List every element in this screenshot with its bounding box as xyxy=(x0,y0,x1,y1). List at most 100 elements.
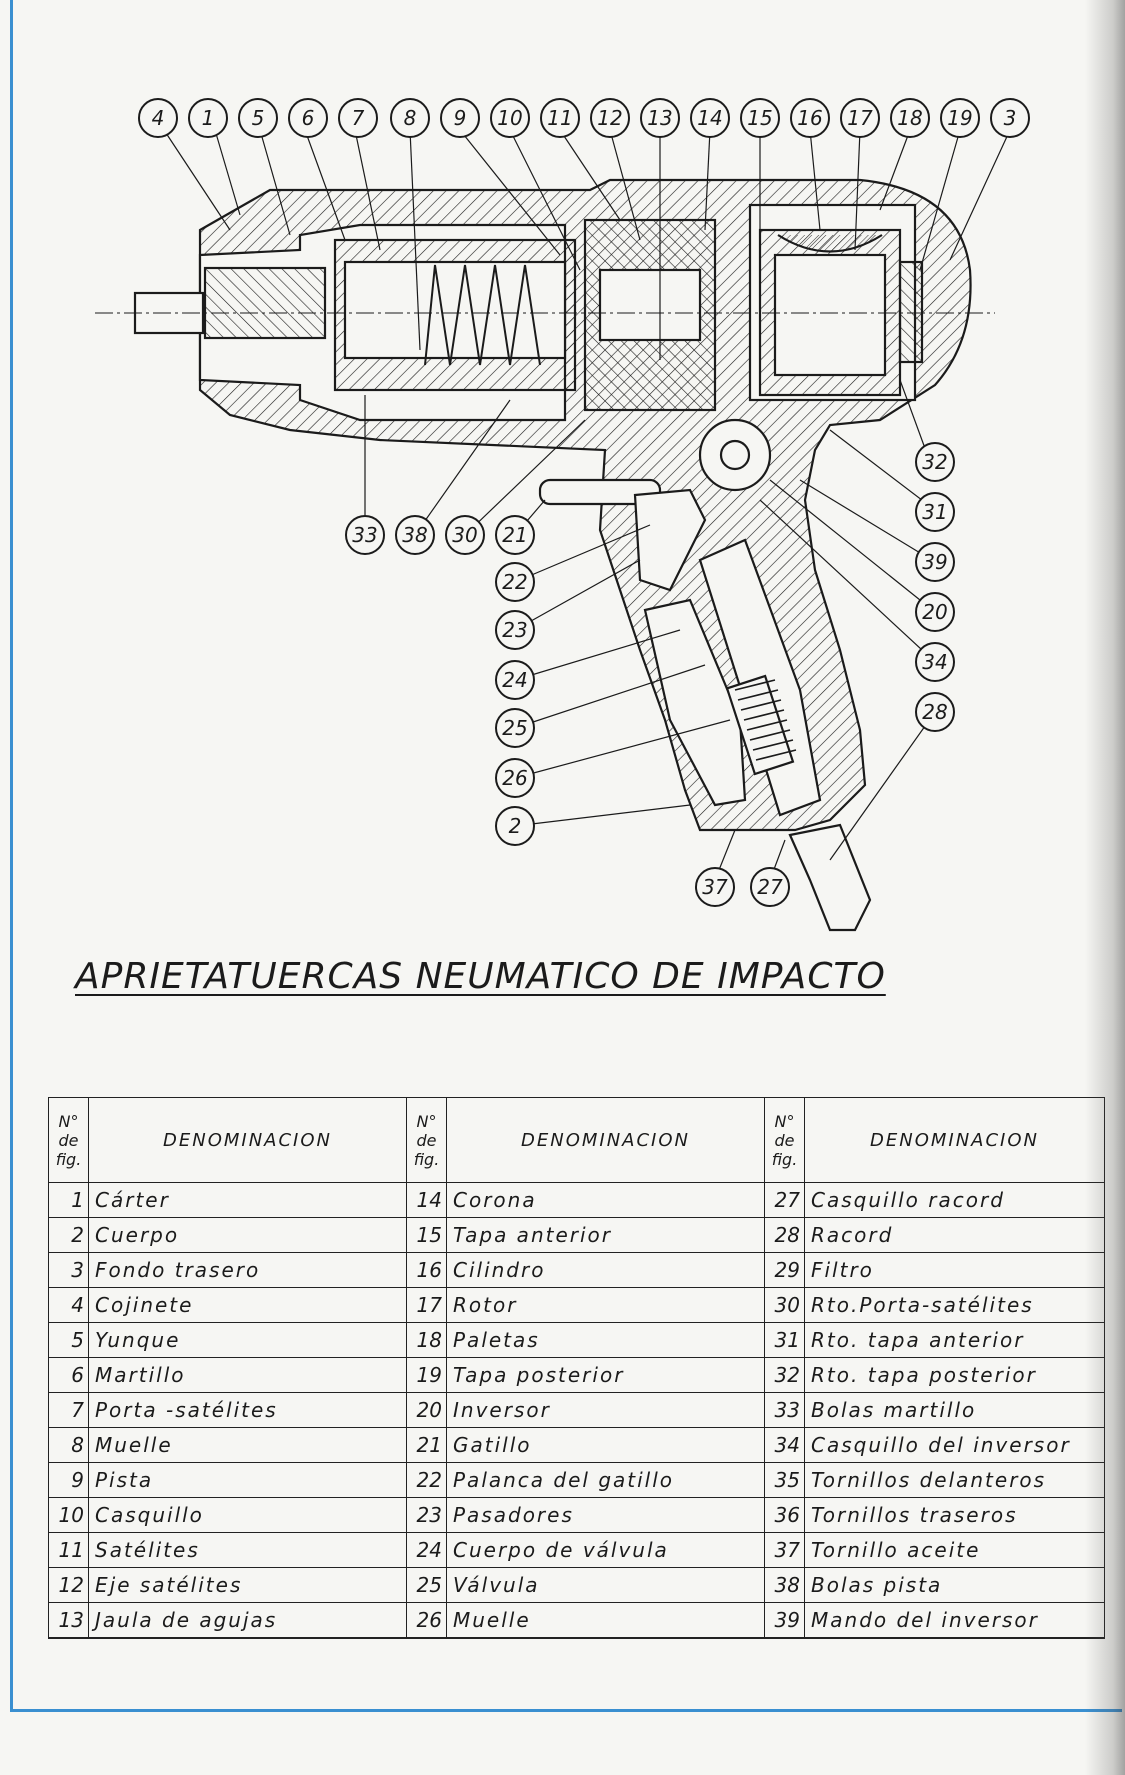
denomination-cell: Tapa anterior xyxy=(446,1217,765,1253)
callout-label: 11 xyxy=(547,106,572,130)
fig-number-cell: 9 xyxy=(48,1462,89,1498)
denomination-cell: Cuerpo de válvula xyxy=(446,1532,765,1568)
hammer-bore xyxy=(343,260,567,360)
spring xyxy=(725,674,795,776)
fig-number-cell: 14 xyxy=(406,1182,447,1218)
denomination-cell: Bolas martillo xyxy=(804,1392,1105,1428)
fig-number-cell: 25 xyxy=(406,1567,447,1603)
fig-number-cell: 32 xyxy=(764,1357,805,1393)
denomination-cell: Palanca del gatillo xyxy=(446,1462,765,1498)
callout-label: 34 xyxy=(922,650,947,674)
denomination-cell: Yunque xyxy=(88,1322,407,1358)
fig-number-cell: 10 xyxy=(48,1497,89,1533)
header-denomination: DENOMINACION xyxy=(88,1097,407,1183)
fig-number-cell: 2 xyxy=(48,1217,89,1253)
callout-label: 4 xyxy=(152,106,165,130)
fig-number-cell: 26 xyxy=(406,1602,447,1639)
fig-number-cell: 39 xyxy=(764,1602,805,1639)
denomination-cell: Cilindro xyxy=(446,1252,765,1288)
denomination-cell: Jaula de agujas xyxy=(88,1602,407,1639)
denomination-cell: Eje satélites xyxy=(88,1567,407,1603)
denomination-cell: Satélites xyxy=(88,1532,407,1568)
callout-label: 23 xyxy=(502,618,527,642)
callouts-top xyxy=(138,98,1030,138)
tool-body xyxy=(133,178,972,932)
callout-label: 16 xyxy=(797,106,822,130)
denomination-cell: Rto. tapa anterior xyxy=(804,1322,1105,1358)
fig-number-cell: 8 xyxy=(48,1427,89,1463)
callouts-right xyxy=(915,442,955,732)
fig-number-cell: 37 xyxy=(764,1532,805,1568)
callout-label: 33 xyxy=(352,523,377,547)
denomination-cell: Rotor xyxy=(446,1287,765,1323)
callout-label: 37 xyxy=(702,875,728,899)
callout-label: 24 xyxy=(502,668,527,692)
callout-label: 28 xyxy=(922,700,947,724)
denomination-cell: Porta -satélites xyxy=(88,1392,407,1428)
hammer-spring xyxy=(424,264,541,366)
denomination-cell: Rto. tapa posterior xyxy=(804,1357,1105,1393)
fig-number-cell: 12 xyxy=(48,1567,89,1603)
denomination-cell: Bolas pista xyxy=(804,1567,1105,1603)
fig-number-cell: 15 xyxy=(406,1217,447,1253)
fig-number-cell: 34 xyxy=(764,1427,805,1463)
air-fitting xyxy=(788,823,872,932)
denomination-cell: Gatillo xyxy=(446,1427,765,1463)
fig-number-cell: 29 xyxy=(764,1252,805,1288)
impact-wrench-section-drawing: 4 1 5 6 7 8 9 10 11 12 13 14 15 16 17 18… xyxy=(95,98,1030,932)
fig-number-cell: 27 xyxy=(764,1182,805,1218)
fig-number-cell: 24 xyxy=(406,1532,447,1568)
callout-label: 7 xyxy=(352,106,365,130)
fig-number-cell: 11 xyxy=(48,1532,89,1568)
denomination-cell: Casquillo del inversor xyxy=(804,1427,1105,1463)
anvil xyxy=(203,266,327,340)
fig-number-cell: 1 xyxy=(48,1182,89,1218)
fig-number-cell: 38 xyxy=(764,1567,805,1603)
callout-label: 9 xyxy=(454,106,467,130)
header-denomination: DENOMINACION xyxy=(804,1097,1105,1183)
fig-number-cell: 18 xyxy=(406,1322,447,1358)
denomination-cell: Fondo trasero xyxy=(88,1252,407,1288)
callouts-left xyxy=(495,562,535,846)
denomination-cell: Tornillo aceite xyxy=(804,1532,1105,1568)
rotor xyxy=(773,253,887,377)
fig-number-cell: 13 xyxy=(48,1602,89,1639)
fig-number-cell: 28 xyxy=(764,1217,805,1253)
callout-label: 32 xyxy=(922,450,947,474)
callout-label: 26 xyxy=(502,766,527,790)
denomination-cell: Tornillos traseros xyxy=(804,1497,1105,1533)
fig-number-cell: 17 xyxy=(406,1287,447,1323)
callout-label: 20 xyxy=(922,600,947,624)
callout-label: 18 xyxy=(897,106,922,130)
callout-label: 3 xyxy=(1004,106,1017,130)
denomination-cell: Racord xyxy=(804,1217,1105,1253)
header-denomination: DENOMINACION xyxy=(446,1097,765,1183)
denomination-cell: Inversor xyxy=(446,1392,765,1428)
callout-label: 6 xyxy=(302,106,315,130)
denomination-cell: Pista xyxy=(88,1462,407,1498)
page-binding-shadow xyxy=(1085,0,1125,1775)
denomination-cell: Cuerpo xyxy=(88,1217,407,1253)
fig-number-cell: 22 xyxy=(406,1462,447,1498)
fig-number-cell: 31 xyxy=(764,1322,805,1358)
fig-number-cell: 19 xyxy=(406,1357,447,1393)
carrier-bore xyxy=(598,268,702,342)
denomination-cell: Tornillos delanteros xyxy=(804,1462,1105,1498)
denomination-cell: Filtro xyxy=(804,1252,1105,1288)
callout-label: 17 xyxy=(847,106,873,130)
callouts-middle xyxy=(345,515,535,555)
